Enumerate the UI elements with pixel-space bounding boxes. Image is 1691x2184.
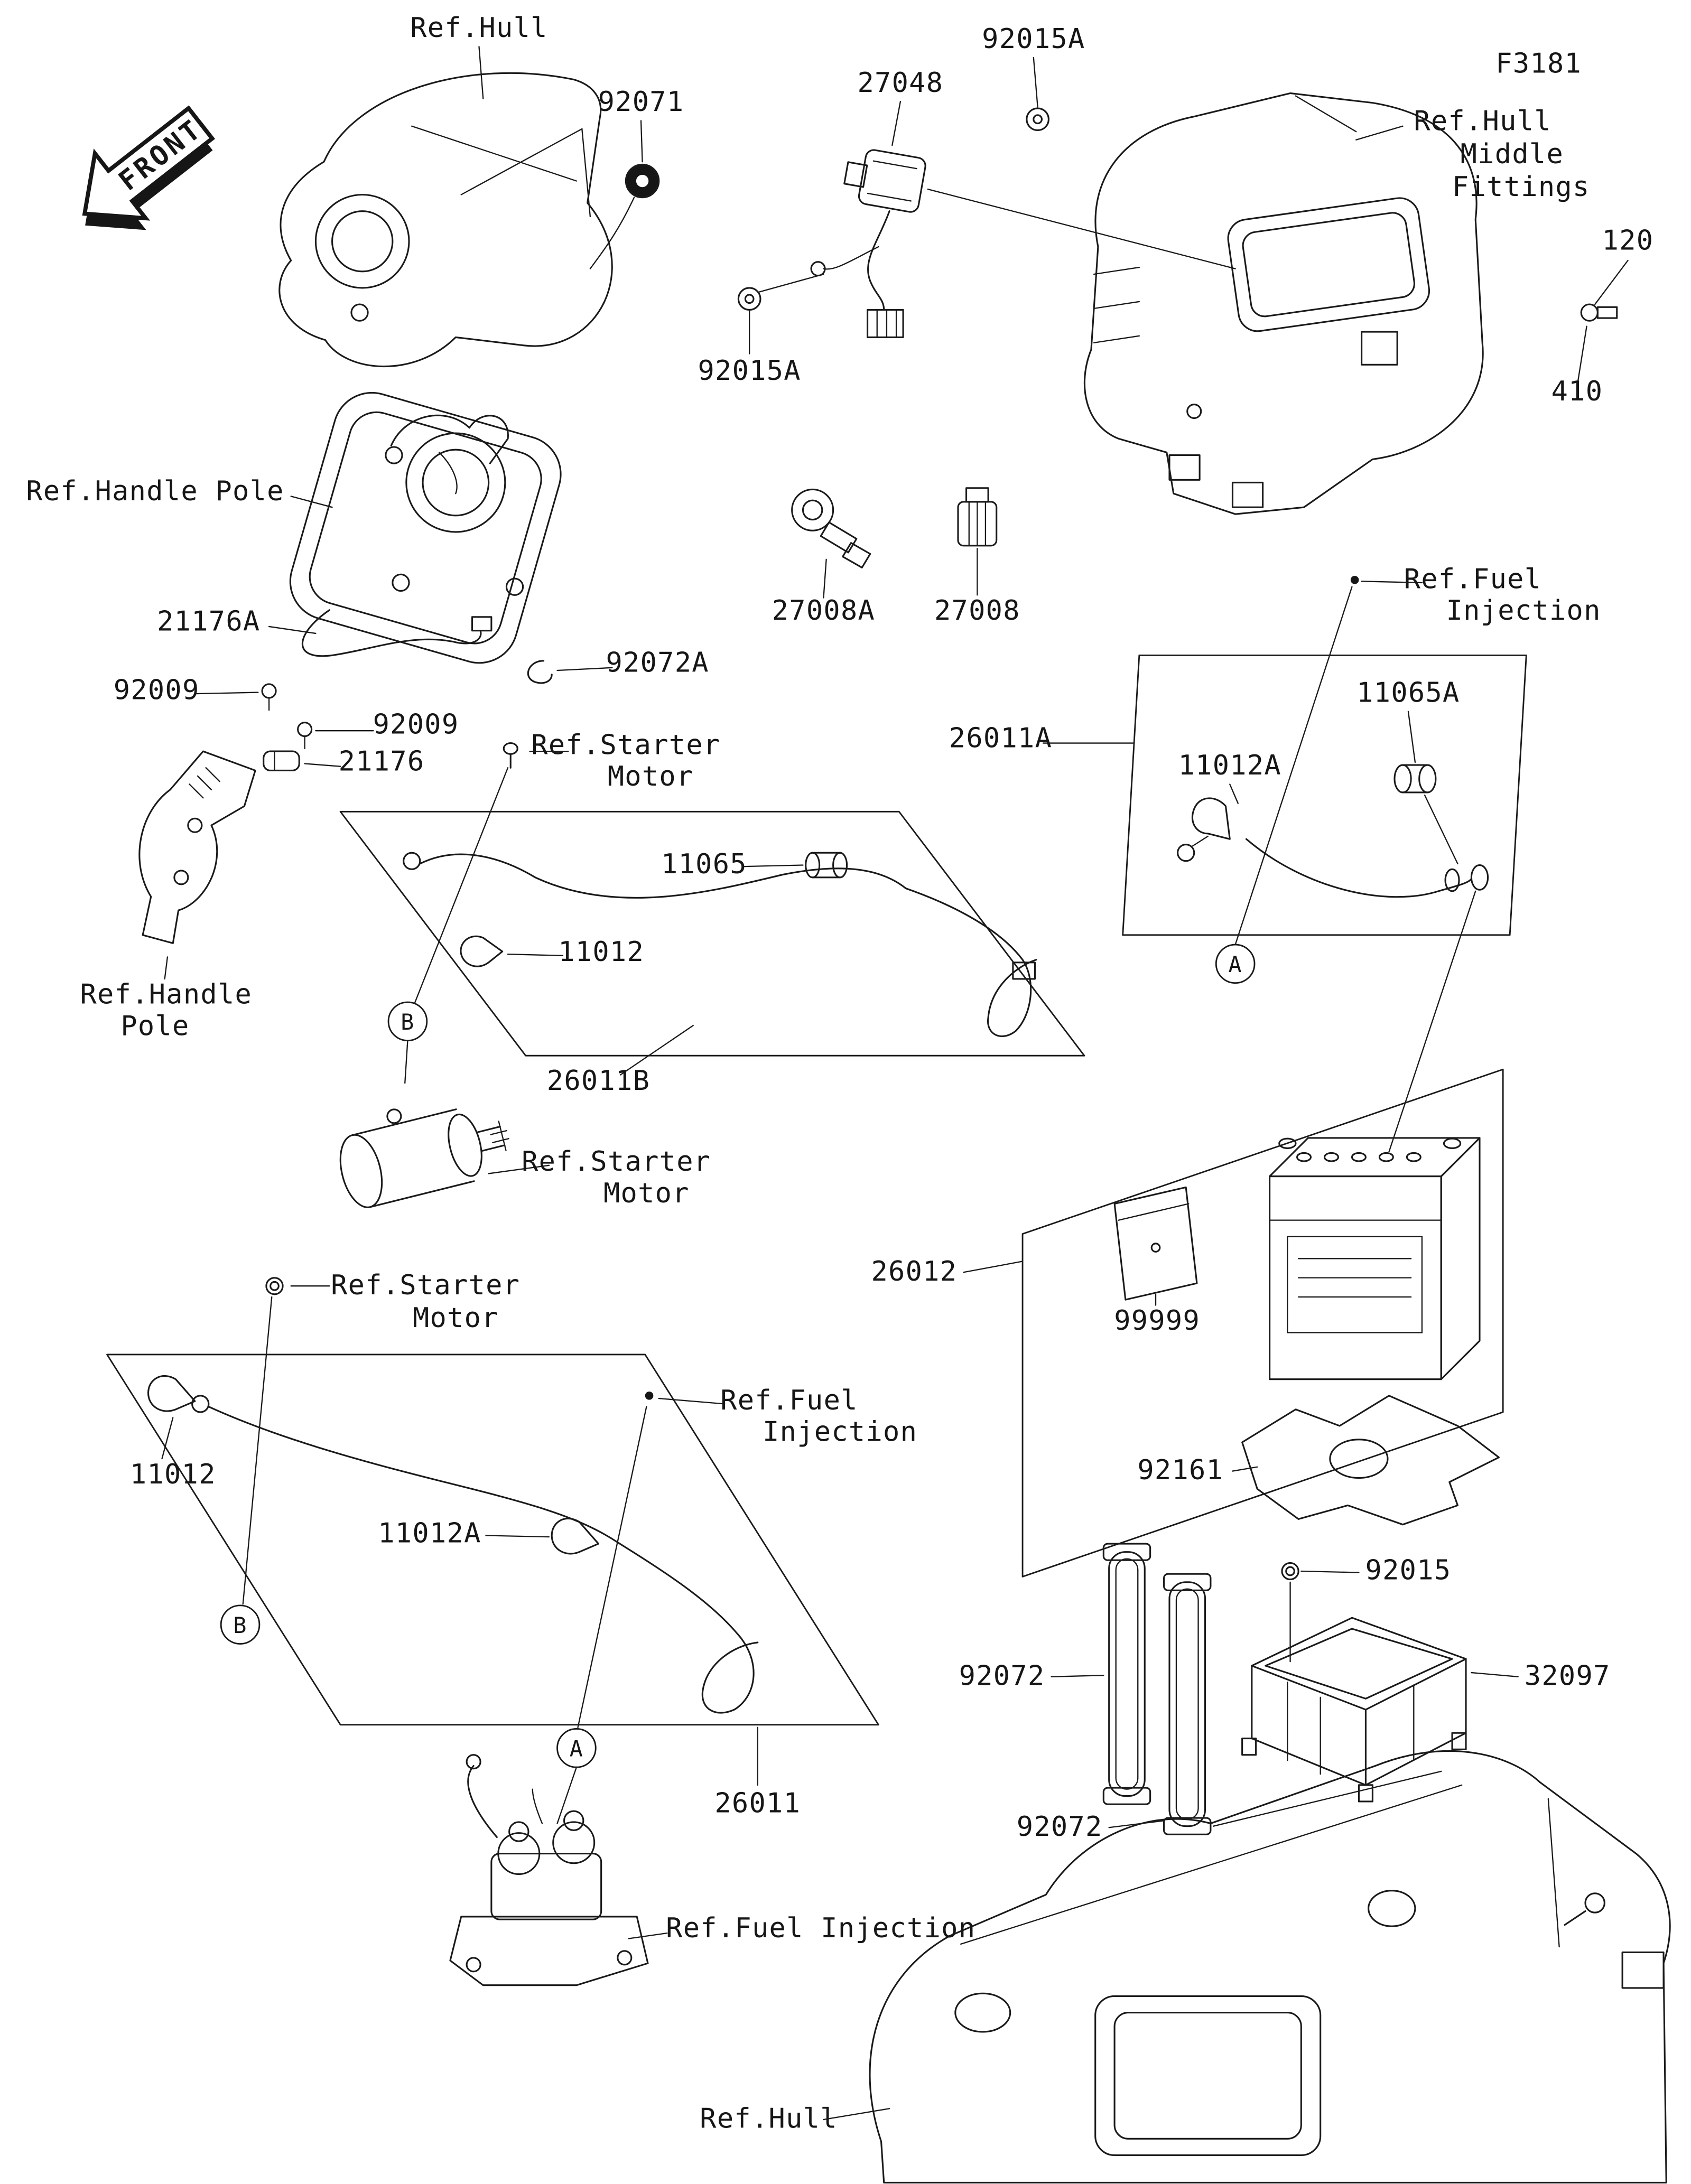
label-92015a-side: 92015A bbox=[698, 355, 801, 387]
label-ref-fuel-bottom: Ref.Fuel Injection bbox=[666, 1912, 975, 1944]
label-92009-lower: 92009 bbox=[373, 708, 459, 740]
label-ref-fuel-right-2: Injection bbox=[1446, 595, 1601, 627]
label-ref-hull-top: Ref.Hull bbox=[410, 12, 548, 44]
label-11065: 11065 bbox=[661, 848, 747, 880]
label-ref-starter-top-1: Ref.Starter bbox=[531, 729, 720, 761]
handle-pole-lower-drawing bbox=[138, 750, 256, 980]
marker-a-upper: A bbox=[1215, 575, 1423, 984]
label-11012a-lower: 11012A bbox=[378, 1518, 481, 1550]
labels: Ref.Hull 92071 27048 92015A F3181 Ref.Hu… bbox=[26, 12, 1653, 2135]
label-120: 120 bbox=[1602, 225, 1654, 256]
screw-92009-upper-drawing bbox=[194, 683, 277, 711]
screw-92009-lower-drawing bbox=[297, 722, 374, 750]
label-ref-fuel-right-1: Ref.Fuel bbox=[1404, 563, 1542, 595]
starter-motor-drawing bbox=[339, 1108, 550, 1208]
label-ref-handle-bottom-2: Pole bbox=[120, 1010, 189, 1042]
label-ref-starter-bottom-2: Motor bbox=[413, 1302, 499, 1334]
label-92015a-top: 92015A bbox=[982, 23, 1085, 55]
terminal-27008a-drawing bbox=[791, 488, 871, 599]
label-27008: 27008 bbox=[934, 595, 1020, 627]
label-21176a: 21176A bbox=[157, 606, 260, 638]
sensor-21176-drawing bbox=[263, 750, 341, 772]
handle-pole-plate-drawing bbox=[289, 391, 562, 664]
label-27008a: 27008A bbox=[772, 595, 875, 627]
label-92015: 92015 bbox=[1365, 1555, 1452, 1586]
clip-92015a-top-drawing bbox=[1026, 57, 1049, 132]
grommet-92071-drawing bbox=[589, 120, 660, 269]
label-ref-starter-mid-1: Ref.Starter bbox=[522, 1146, 711, 1178]
hull-middle-fittings-drawing bbox=[1083, 92, 1484, 515]
label-ref-starter-top-2: Motor bbox=[608, 761, 694, 792]
marker-a-lower: A bbox=[556, 1728, 597, 1824]
solenoid-drawing bbox=[449, 1754, 668, 1986]
label-26012: 26012 bbox=[871, 1256, 957, 1287]
label-92071: 92071 bbox=[598, 86, 684, 118]
label-92072a: 92072A bbox=[606, 647, 709, 679]
marker-b-lower-letter: B bbox=[233, 1612, 247, 1638]
label-ref-handle-bottom-1: Ref.Handle bbox=[80, 979, 252, 1011]
label-26011a: 26011A bbox=[949, 722, 1052, 754]
label-ref-fuel-mid-1: Ref.Fuel bbox=[720, 1385, 858, 1416]
marker-a-lower-letter: A bbox=[570, 1735, 583, 1761]
label-99999: 99999 bbox=[1114, 1305, 1200, 1337]
cable-21176a-drawing bbox=[268, 609, 493, 657]
nut-92015-drawing bbox=[1281, 1562, 1360, 1663]
marker-b-upper: B bbox=[387, 1001, 428, 1084]
box-26011 bbox=[106, 1277, 879, 1786]
label-ref-handle-pole-top: Ref.Handle Pole bbox=[26, 475, 284, 507]
relay-27048-drawing bbox=[810, 100, 1236, 338]
label-ref-hull-middle-1: Ref.Hull bbox=[1414, 106, 1551, 137]
hull-top-drawing bbox=[278, 46, 613, 368]
label-ref-starter-bottom-1: Ref.Starter bbox=[331, 1270, 520, 1301]
marker-b-lower: B bbox=[220, 1604, 261, 1645]
connector-27008-drawing bbox=[957, 487, 998, 596]
label-11012a-upper: 11012A bbox=[1178, 750, 1281, 781]
label-26011b: 26011B bbox=[547, 1065, 650, 1097]
marker-a-upper-letter: A bbox=[1229, 951, 1242, 977]
page-code: F3181 bbox=[1495, 48, 1582, 80]
label-92161: 92161 bbox=[1137, 1454, 1223, 1486]
label-ref-starter-mid-2: Motor bbox=[603, 1178, 690, 1209]
label-ref-fuel-mid-2: Injection bbox=[763, 1416, 917, 1448]
battery-case-32097-drawing bbox=[1241, 1617, 1519, 1803]
bolt-120-410-drawing bbox=[1576, 259, 1629, 387]
label-92009-upper: 92009 bbox=[114, 675, 200, 706]
label-11012-upper: 11012 bbox=[558, 936, 644, 968]
label-11065a: 11065A bbox=[1356, 677, 1460, 709]
strap-92072-upper-drawing bbox=[1051, 1543, 1151, 1805]
label-92072-upper: 92072 bbox=[959, 1660, 1045, 1692]
label-26011: 26011 bbox=[714, 1788, 801, 1819]
label-ref-hull-middle-2: Middle bbox=[1461, 138, 1564, 170]
box-26011b bbox=[339, 742, 1085, 1076]
label-410: 410 bbox=[1551, 376, 1603, 407]
label-21176: 21176 bbox=[339, 745, 425, 777]
label-92072-lower: 92072 bbox=[1017, 1811, 1103, 1843]
label-ref-hull-middle-3: Fittings bbox=[1452, 171, 1590, 203]
front-direction-arrow: FRONT bbox=[82, 105, 216, 230]
label-ref-hull-bottom: Ref.Hull bbox=[700, 2103, 838, 2135]
pad-92161-drawing bbox=[1232, 1395, 1500, 1526]
label-27048: 27048 bbox=[857, 67, 943, 99]
box-26012 bbox=[963, 1068, 1504, 1578]
marker-b-upper-letter: B bbox=[401, 1009, 414, 1035]
clamp-92072a-drawing bbox=[527, 660, 613, 684]
box-26011a bbox=[1042, 655, 1527, 1153]
label-32097: 32097 bbox=[1525, 1660, 1611, 1692]
hull-bottom-drawing bbox=[823, 1750, 1671, 2183]
clip-92015a-side-drawing bbox=[737, 273, 824, 354]
label-11012-lower: 11012 bbox=[130, 1459, 216, 1490]
